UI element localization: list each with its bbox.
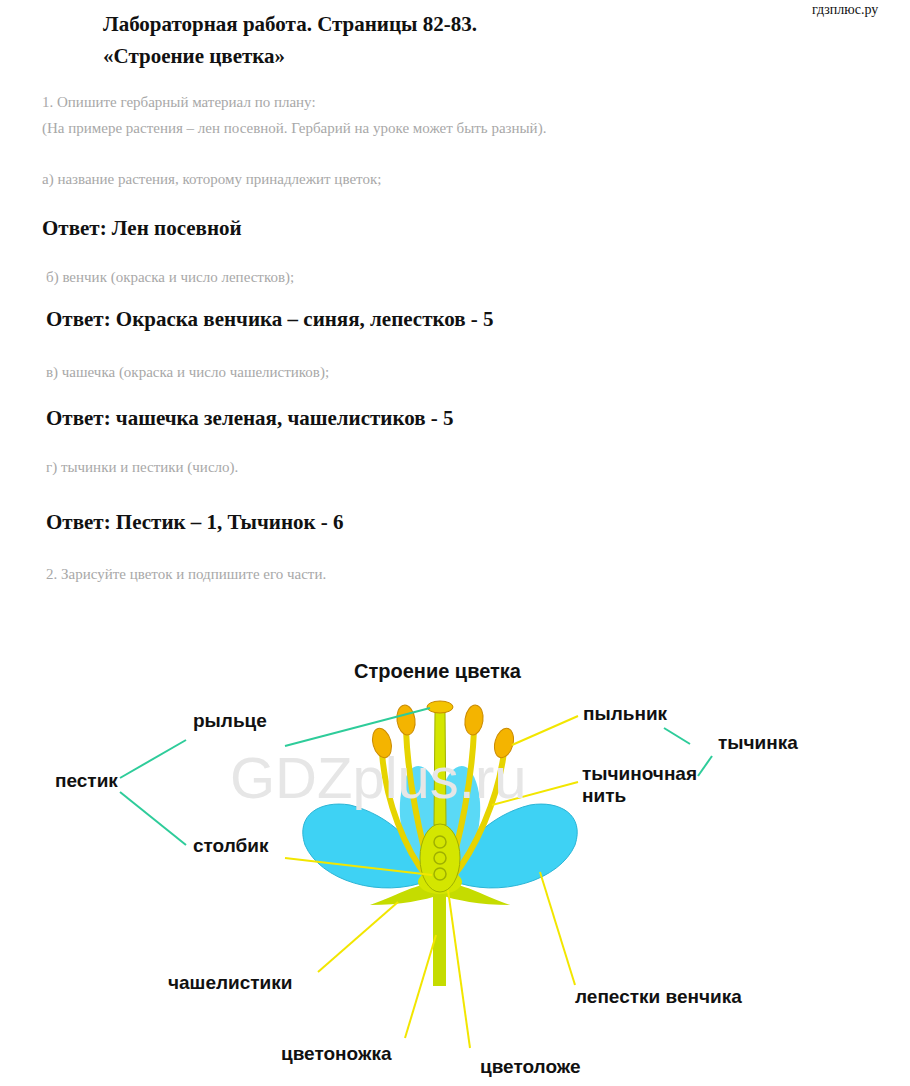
diagram-title: Строение цветка: [354, 660, 521, 683]
part-label: пыльник: [583, 703, 667, 725]
part-label: рыльце: [193, 710, 267, 732]
task-text: в) чашечка (окраска и число чашелистиков…: [46, 364, 329, 381]
site-mark: гдзплюс.ру: [812, 2, 878, 18]
task-text: 1. Опишите гербарный материал по плану:: [42, 94, 316, 111]
answer-text: Ответ: Лен посевной: [42, 216, 242, 240]
ovule: [434, 852, 446, 864]
part-label: чашелистики: [168, 972, 293, 994]
bracket-line: [664, 728, 690, 744]
anther: [463, 704, 485, 736]
leader-line: [285, 708, 430, 746]
part-label: тычиночная нить: [582, 763, 717, 807]
bracket-line: [120, 792, 186, 845]
page-heading: «Строение цветка»: [103, 44, 285, 68]
answer-text: Ответ: Пестик – 1, Тычинок - 6: [46, 510, 344, 534]
part-label: столбик: [193, 835, 269, 857]
part-label: цветоножка: [281, 1043, 391, 1065]
task-text: а) название растения, которому принадлеж…: [42, 171, 381, 188]
watermark: GDZplus.ru: [230, 745, 527, 812]
leader-line: [318, 902, 398, 972]
ovule: [434, 868, 446, 880]
part-label: пестик: [55, 770, 118, 792]
leader-line: [285, 858, 432, 875]
part-label: лепестки венчика: [575, 986, 742, 1008]
answer-text: Ответ: чашечка зеленая, чашелистиков - 5: [46, 406, 454, 430]
ovule: [434, 836, 446, 848]
anther: [395, 704, 417, 736]
task-text: 2. Зарисуйте цветок и подпишите его част…: [46, 566, 326, 583]
leader-line: [405, 935, 436, 1038]
task-text: г) тычинки и пестики (число).: [46, 459, 238, 476]
leader-line: [540, 872, 575, 985]
leader-line: [448, 890, 470, 1048]
bracket-line: [120, 740, 186, 778]
answer-text: Ответ: Окраска венчика – синяя, лепестко…: [46, 307, 494, 331]
task-text: (На примере растения – лен посевной. Гер…: [42, 120, 546, 137]
page-heading: Лабораторная работа. Страницы 82-83.: [103, 12, 477, 36]
part-label: цветоложе: [480, 1056, 581, 1078]
leader-line: [512, 716, 578, 745]
ovary: [420, 824, 460, 892]
stigma: [427, 701, 453, 713]
bracket-line: [698, 756, 712, 776]
task-text: б) венчик (окраска и число лепестков);: [46, 269, 294, 286]
part-label: тычинка: [718, 732, 798, 754]
